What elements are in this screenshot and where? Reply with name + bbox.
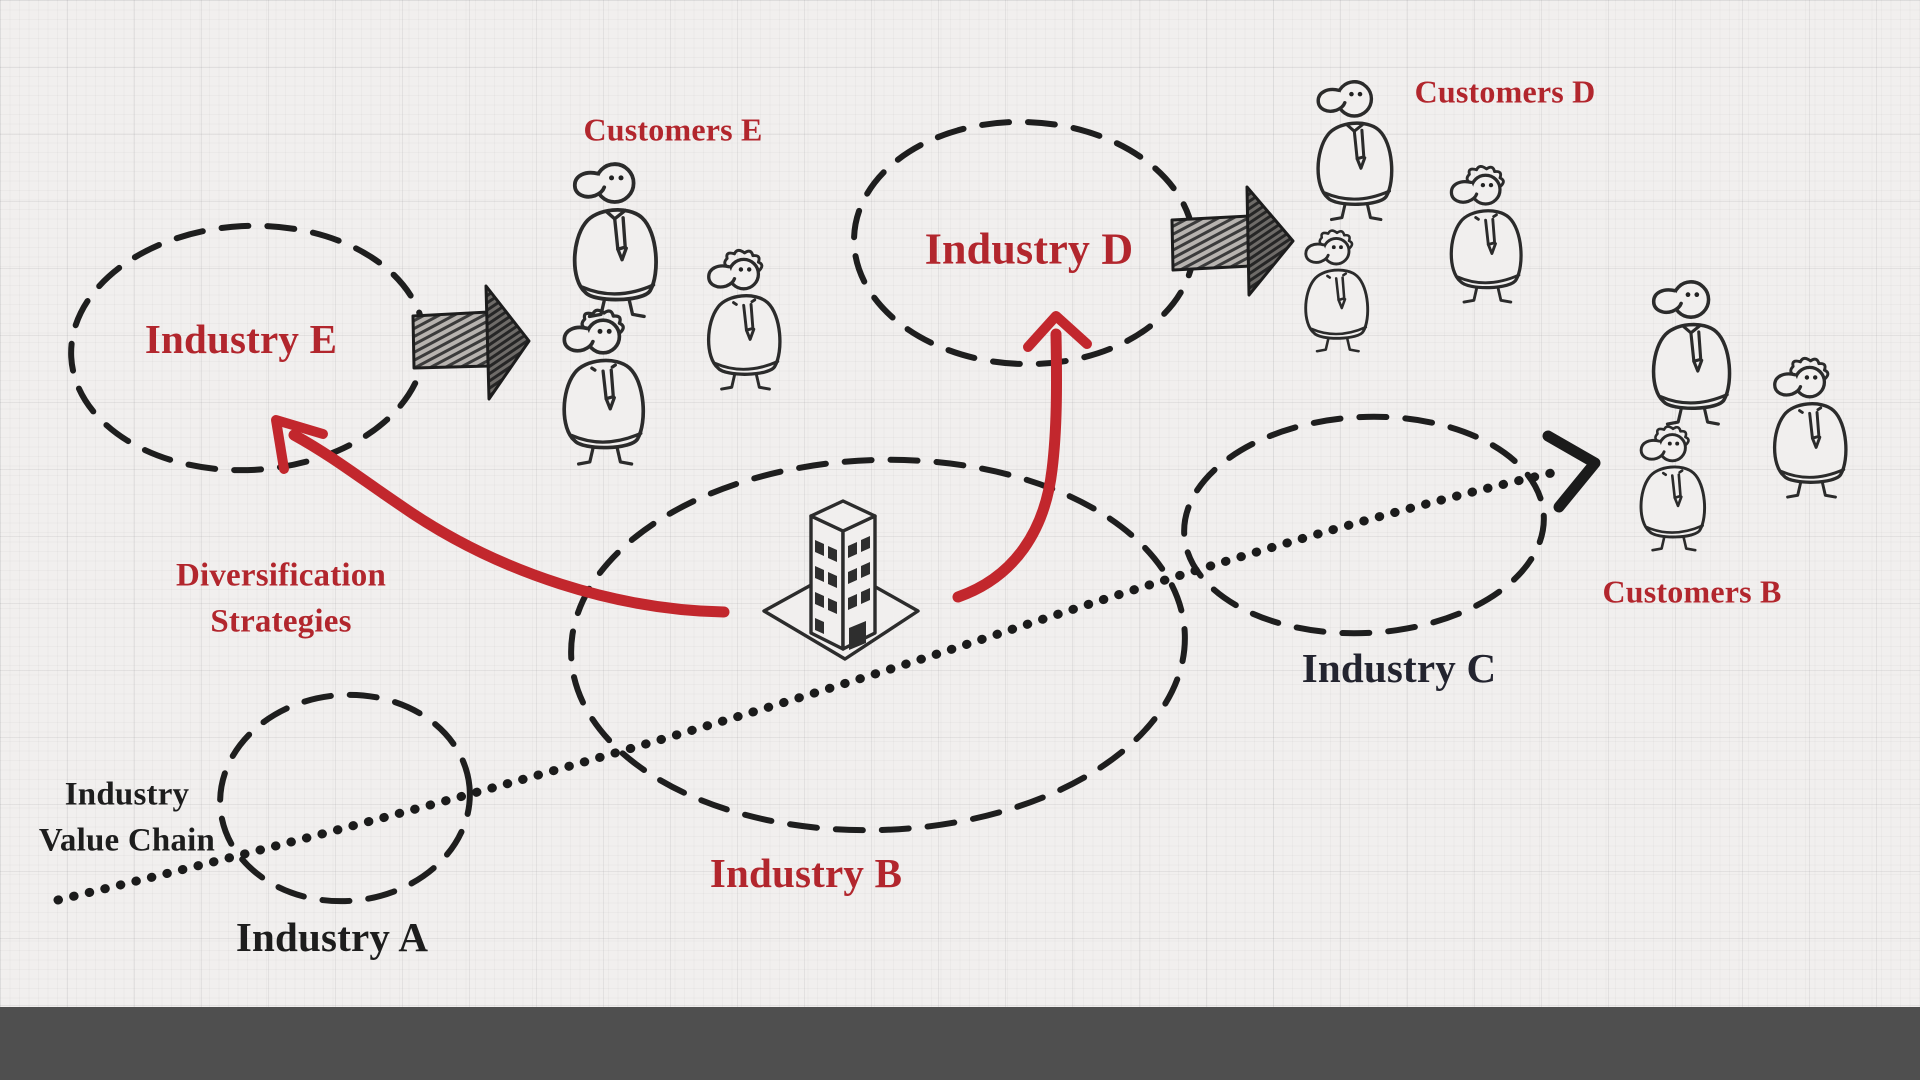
company-building-icon [762,499,920,661]
value-chain-line2: Value Chain [38,822,216,858]
industry-a-ellipse [217,691,473,905]
customers-d-label: Customers D [1414,73,1596,110]
customer-figure [1449,164,1523,304]
customer-figure [1316,79,1394,222]
diversification-arrow-to-e [271,415,730,618]
diversification-line2: Strategies [210,603,352,639]
customers-b-label: Customers B [1602,573,1782,610]
industry-a-label: Industry A [235,914,429,960]
customer-figure [1651,279,1732,426]
diversification-line1: Diversification [175,557,387,594]
arrow-e-to-customers [411,284,531,401]
value-chain-line1: Industry [64,776,190,813]
arrow-d-to-customers [1170,185,1295,297]
diversification-strategies-label: Diversification Strategies [176,553,386,644]
industry-c-ellipse [1181,413,1547,637]
customer-figure [572,162,658,319]
customer-figure [1639,425,1707,552]
value-chain-arrowhead [1542,430,1601,513]
customer-figure [562,308,646,466]
customer-figure [706,248,782,391]
industry-b-ellipse [568,456,1188,834]
industry-b-label: Industry B [709,850,903,896]
value-chain-arrow [53,430,1601,905]
bottom-bar [0,1007,1920,1080]
customers-e-figures [562,162,782,466]
industry-e-label: Industry E [144,316,338,362]
industry-value-chain-label: Industry Value Chain [39,772,215,863]
customer-figure [1304,229,1370,353]
customers-b-figures [1639,279,1848,552]
customers-d-figures [1304,79,1523,353]
customers-e-label: Customers E [583,111,763,148]
diversification-arrow-to-d [952,311,1092,603]
industry-c-label: Industry C [1301,645,1497,691]
customer-figure [1772,356,1848,499]
industry-d-label: Industry D [924,224,1134,274]
